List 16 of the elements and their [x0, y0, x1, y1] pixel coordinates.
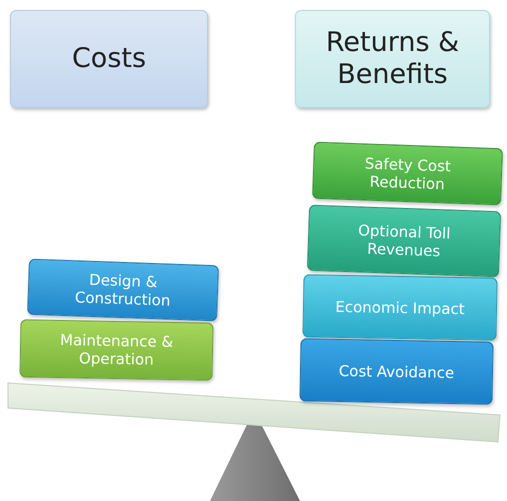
item-box	[312, 142, 503, 206]
item-box	[306, 204, 502, 278]
item-text: Cost Avoidance	[338, 361, 456, 382]
heading-box	[10, 10, 208, 108]
heading-box	[295, 10, 490, 108]
item-box	[299, 338, 494, 405]
item-text: Safety Cost Reduction	[363, 153, 452, 195]
item-box	[302, 274, 498, 341]
item-text: Optional Toll Revenues	[356, 220, 452, 262]
item-box	[27, 258, 219, 322]
item-text: Maintenance & Operation	[58, 330, 174, 370]
item-text: Economic Impact	[334, 297, 466, 318]
item-box	[20, 319, 214, 381]
heading-text: Costs	[70, 42, 148, 76]
item-text: Design & Construction	[74, 270, 172, 312]
heading-text: Returns & Benefits	[324, 26, 460, 92]
